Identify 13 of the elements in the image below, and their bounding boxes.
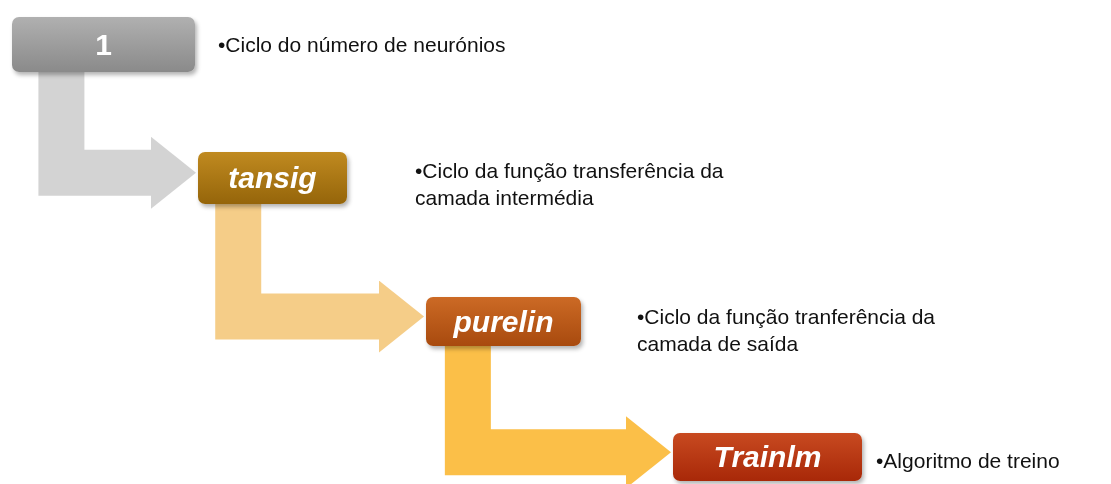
step-box xyxy=(426,297,581,346)
step-box xyxy=(198,152,347,204)
bent-arrow xyxy=(38,72,196,209)
step-description: •Algoritmo de treino xyxy=(876,448,1061,474)
step-label: tansig xyxy=(228,161,317,195)
step-box xyxy=(12,17,195,72)
step-label: purelin xyxy=(453,304,554,339)
step-box xyxy=(673,433,862,481)
step-description: •Ciclo da função transferência da camada intermédia xyxy=(415,158,725,211)
step-label: 1 xyxy=(95,27,112,62)
step-label: Trainlm xyxy=(713,440,822,474)
step-description: •Ciclo do número de neurónios xyxy=(218,32,507,58)
step-description: •Ciclo da função tranferência da camada de saída xyxy=(637,304,937,357)
